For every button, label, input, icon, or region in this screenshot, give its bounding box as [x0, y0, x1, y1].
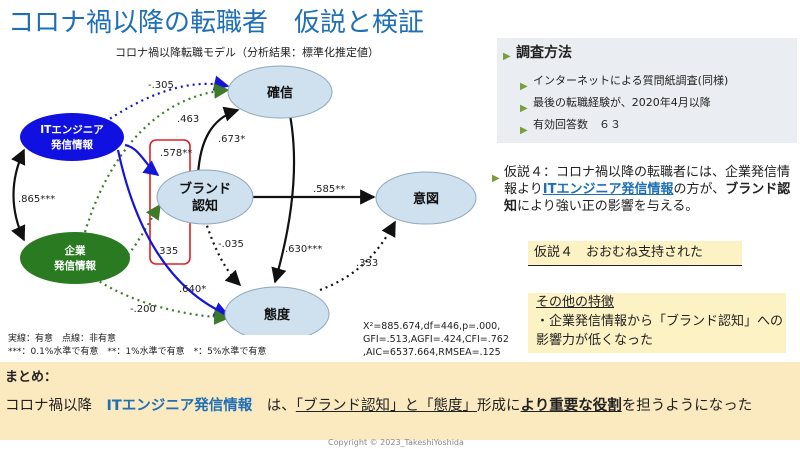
coef-brand-certainty: .673* [218, 134, 245, 145]
path-brand-certainty [196, 106, 240, 176]
node-certainty: 確信 [227, 65, 333, 119]
path-corp-certainty [83, 83, 230, 233]
summary-highlight: ITエンジニア発信情報 [106, 398, 253, 414]
path-it-brand [124, 143, 160, 176]
diagram-legend: 実線：有意 点線：非有意 ***：0.1%水準で有意 **：1%水準で有意 *：… [8, 333, 266, 359]
node-brand: ブランド 認知 [156, 169, 254, 225]
support-result: 仮説４ おおむね支持された [528, 241, 742, 266]
node-corp-line2: 発信情報 [53, 259, 96, 272]
coef-it-brand: .578** [160, 148, 192, 159]
summary-part-2: は、 [252, 398, 296, 414]
path-it-corp [11, 148, 26, 242]
coef-it-certainty: -.305 [148, 80, 174, 91]
copyright: Copyright © 2023_TakeshiYoshida [328, 438, 464, 447]
node-intention: 意図 [375, 171, 477, 225]
fit-line-3: ,AIC=6537.664,RMSEA=.125 [363, 347, 501, 358]
method-item-2: 最後の転職経験が、2020年4月以降 [533, 96, 711, 109]
fit-line-1: X²=885.674,df=446,p=.000, [363, 321, 501, 332]
features-body: ・企業発信情報から「ブランド認知」への影響力が低くなった [536, 314, 784, 348]
fit-statistics: X²=885.674,df=446,p=.000, GFI=.513,AGFI=… [363, 320, 509, 359]
coef-it-corp: .865*** [18, 194, 55, 205]
slide-title: コロナ禍以降の転職者 仮説と検証 [8, 8, 425, 38]
summary-text: コロナ禍以降 ITエンジニア発信情報 は、「ブランド認知」と「態度」形成により重… [5, 394, 752, 415]
path-attitude-intention [319, 220, 396, 292]
hypothesis-part-2: の方が、 [673, 182, 726, 197]
hypothesis-bold: ブランド認知 [504, 182, 791, 214]
node-brand-line1: ブランド [179, 181, 231, 197]
method-item-icon-3: ▶ [520, 125, 528, 136]
features-heading: その他の特徴 [536, 295, 615, 310]
summary-heading: まとめ： [5, 370, 58, 385]
hypothesis-highlight: ITエンジニア発信情報 [542, 182, 674, 197]
fit-line-2: GFI=.513,AGFI=.424,CFI=.762 [363, 334, 509, 345]
path-certainty-attitude [271, 114, 296, 284]
node-it-line1: ITエンジニア [40, 124, 104, 136]
legend-line-style: 実線：有意 点線：非有意 [8, 334, 117, 344]
hypothesis-text: 仮説４：コロナ禍以降の転職者には、企業発信情報よりITエンジニア発信情報の方が、… [504, 164, 796, 215]
method-heading: 調査方法 [516, 45, 572, 61]
node-certainty-label: 確信 [267, 85, 293, 101]
path-brand-attitude [203, 219, 242, 287]
path-corp-attitude [79, 267, 230, 325]
node-intention-label: 意図 [413, 191, 439, 207]
coef-attitude-intention: .333 [356, 258, 378, 269]
coef-brand-attitude: -.035 [218, 239, 244, 250]
coef-corp-attitude: -.200 [130, 304, 156, 315]
coef-corp-brand: .335 [156, 246, 178, 257]
method-panel [497, 38, 797, 143]
path-diagram: ITエンジニア 発信情報 企業 発信情報 ブランド 認知 確信 意図 態度 -.… [11, 65, 477, 335]
hypothesis-part-1: 仮説４：コロナ禍以降の転職者には、企業発信情報より [504, 165, 791, 197]
node-it-line2: 発信情報 [50, 138, 93, 151]
method-item-icon-2: ▶ [520, 103, 528, 114]
node-attitude: 態度 [224, 286, 330, 335]
node-attitude-label: 態度 [264, 307, 291, 323]
model-title: コロナ禍以降転職モデル（分析結果：標準化推定値） [115, 46, 379, 59]
method-item-icon-1: ▶ [520, 81, 528, 92]
summary-part-4: を担うようになった [621, 398, 753, 414]
coef-corp-certainty: .463 [177, 114, 199, 125]
summary-bold: より重要な役割 [520, 398, 622, 414]
other-features-box: その他の特徴 ・企業発信情報から「ブランド認知」への影響力が低くなった [528, 293, 786, 353]
summary-underline: 「ブランド認知」と「態度」 [295, 398, 478, 414]
method-item-3: 有効回答数 ６３ [533, 118, 621, 131]
node-corp-info: 企業 発信情報 [20, 232, 130, 284]
coef-it-attitude: .640* [179, 284, 206, 295]
method-bullet-icon: ▶ [503, 51, 511, 62]
summary-bar [0, 362, 800, 440]
hypothesis-part-3: により強い正の影響を与える。 [517, 199, 699, 214]
hypothesis-bullet-icon: ▶ [492, 173, 500, 184]
coef-certainty-attitude: .630*** [285, 244, 322, 255]
method-item-1: インターネットによる質問紙調査(同様) [533, 74, 729, 87]
summary-part-3: 形成に [477, 398, 521, 414]
path-it-attitude [116, 149, 230, 317]
node-brand-line2: 認知 [192, 198, 218, 214]
legend-significance: ***：0.1%水準で有意 **：1%水準で有意 *：5%水準で有意 [8, 347, 267, 357]
node-corp-line1: 企業 [64, 244, 86, 257]
summary-part-1: コロナ禍以降 [5, 398, 107, 414]
coef-brand-intention: .585** [313, 184, 345, 195]
node-it-info: ITエンジニア 発信情報 [20, 113, 124, 161]
